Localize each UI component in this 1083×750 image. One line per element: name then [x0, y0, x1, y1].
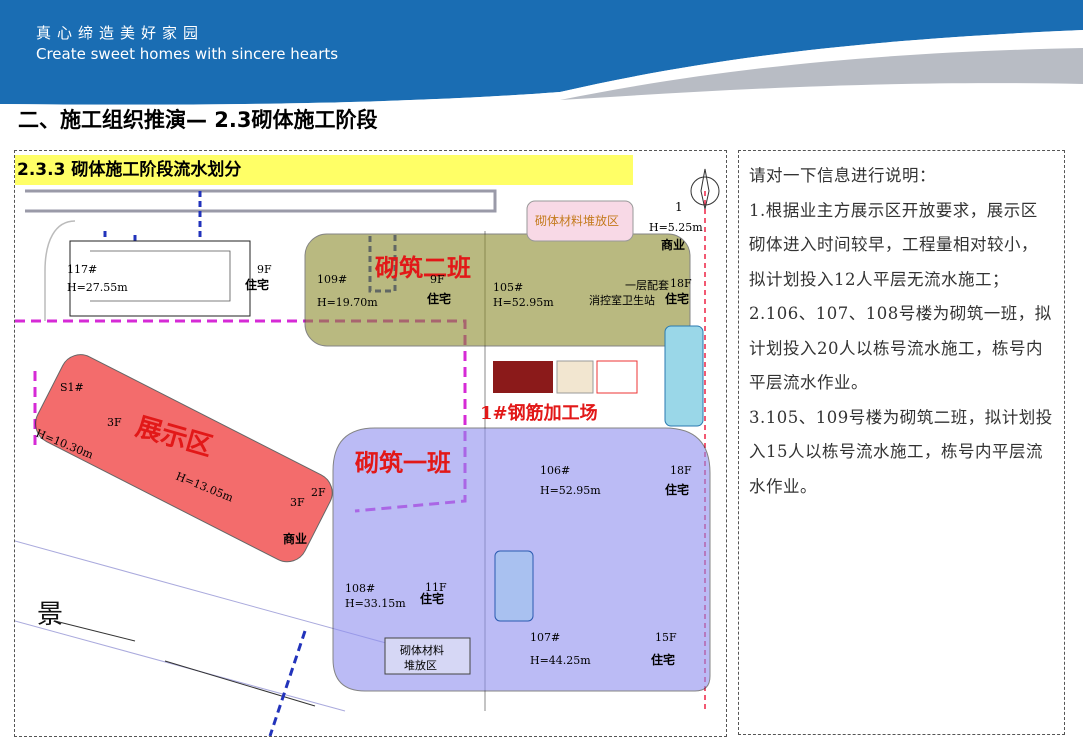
building-108: 108# H=33.15m 11F 住宅	[345, 581, 447, 610]
page-title: 二、施工组织推演— 2.3砌体施工阶段	[18, 108, 378, 132]
svg-text:105#: 105#	[493, 281, 523, 294]
zone-team-one-label: 砌筑一班	[355, 448, 451, 477]
info-item-2: 2.106、107、108号楼为砌筑一班，拟计划投入20人以栋号流水施工，栋号内…	[749, 304, 1052, 392]
svg-text:商业: 商业	[661, 237, 685, 252]
svg-text:106#: 106#	[540, 464, 570, 477]
material-area-bottom	[384, 637, 471, 675]
svg-text:15F: 15F	[655, 631, 677, 644]
landscape-label: 景	[37, 600, 63, 630]
header-banner: 真心缔造美好家园 Create sweet homes with sincere…	[0, 0, 1083, 110]
building-107: 107# H=44.25m 15F 住宅	[530, 631, 677, 667]
svg-text:H=5.25m: H=5.25m	[649, 221, 703, 234]
info-intro: 请对一下信息进行说明：	[749, 166, 936, 185]
svg-text:H=52.95m: H=52.95m	[540, 484, 601, 497]
svg-text:18F: 18F	[670, 277, 692, 290]
svg-text:H=19.70m: H=19.70m	[317, 296, 378, 309]
road-curve	[44, 220, 76, 321]
svg-text:商业: 商业	[283, 531, 307, 546]
building-117-height: H=27.55m	[67, 281, 128, 294]
svg-text:1: 1	[675, 200, 683, 214]
svg-text:11F: 11F	[425, 581, 447, 594]
banner-slogan-en: Create sweet homes with sincere hearts	[36, 45, 339, 63]
facility-cyan	[664, 325, 704, 427]
svg-text:108#: 108#	[345, 582, 375, 595]
svg-text:住宅: 住宅	[665, 291, 689, 306]
banner-slogan-cn: 真心缔造美好家园	[36, 24, 205, 42]
building-105: 105# H=52.95m 18F 住宅	[493, 277, 692, 309]
svg-text:住宅: 住宅	[665, 482, 689, 497]
svg-text:H=52.95m: H=52.95m	[493, 296, 554, 309]
building-117: 117# H=27.55m 9F 住宅	[67, 240, 272, 317]
zone-show-area	[35, 354, 333, 563]
building-109: 109# H=19.70m 9F 住宅	[317, 273, 451, 309]
material-area-bottom-label-1: 砌体材料	[400, 643, 444, 657]
svg-text:2F: 2F	[311, 486, 326, 499]
boundary-dashed-blue	[268, 630, 307, 736]
road-line	[54, 620, 136, 642]
building-106: 106# H=52.95m 18F 住宅	[540, 464, 692, 497]
svg-text:一层配套: 一层配套	[625, 279, 669, 292]
zone-team-two	[304, 233, 691, 347]
building-117-floors: 9F	[257, 263, 272, 276]
section-subtitle: 2.3.3 砌体施工阶段流水划分	[15, 155, 633, 185]
rebar-yard-label: 1#钢筋加工场	[480, 402, 598, 424]
material-area-bottom-label-2: 堆放区	[404, 658, 437, 672]
site-plan-panel: 2.3.3 砌体施工阶段流水划分 117# H=27.55m 9F 住宅 砌筑二…	[14, 150, 727, 737]
banner-graphic	[0, 0, 1083, 110]
zone-team-two-label: 砌筑二班	[375, 253, 471, 282]
svg-text:109#: 109#	[317, 273, 347, 286]
svg-text:H=33.15m: H=33.15m	[345, 597, 406, 610]
road-north	[25, 189, 497, 213]
svg-text:住宅: 住宅	[427, 291, 451, 306]
svg-text:3F: 3F	[290, 496, 305, 509]
rebar-yard	[493, 360, 638, 394]
building-117-id: 117#	[67, 263, 97, 276]
compass-icon	[690, 168, 720, 210]
material-area-top-label: 砌体材料堆放区	[535, 213, 619, 228]
building-1: 1 H=5.25m 商业 一层配套 消控室卫生站	[589, 200, 703, 307]
info-panel: 请对一下信息进行说明： 1.根据业主方展示区开放要求，展示区砌体进入时间较早，工…	[738, 150, 1065, 735]
svg-text:消控室卫生站: 消控室卫生站	[589, 293, 655, 307]
svg-text:3F: 3F	[107, 416, 122, 429]
road-line	[164, 660, 316, 707]
boundary-dashed-purple	[15, 319, 467, 513]
svg-text:S1#: S1#	[60, 381, 84, 394]
svg-text:H=44.25m: H=44.25m	[530, 654, 591, 667]
svg-text:住宅: 住宅	[651, 652, 675, 667]
material-area-top	[526, 200, 634, 242]
facility-blue	[494, 550, 534, 622]
site-plan-map: 117# H=27.55m 9F 住宅 砌筑二班 109# H=19.70m 9…	[15, 168, 720, 736]
svg-text:18F: 18F	[670, 464, 692, 477]
svg-text:住宅: 住宅	[420, 591, 444, 606]
info-item-3: 3.105、109号楼为砌筑二班，拟计划投入15人以栋号流水施工，栋号内平层流水…	[749, 407, 1053, 496]
svg-text:107#: 107#	[530, 631, 560, 644]
svg-text:9F: 9F	[430, 273, 445, 286]
building-117-use: 住宅	[245, 277, 269, 292]
info-item-1: 1.根据业主方展示区开放要求，展示区砌体进入时间较早，工程量相对较小，拟计划投入…	[749, 200, 1038, 289]
